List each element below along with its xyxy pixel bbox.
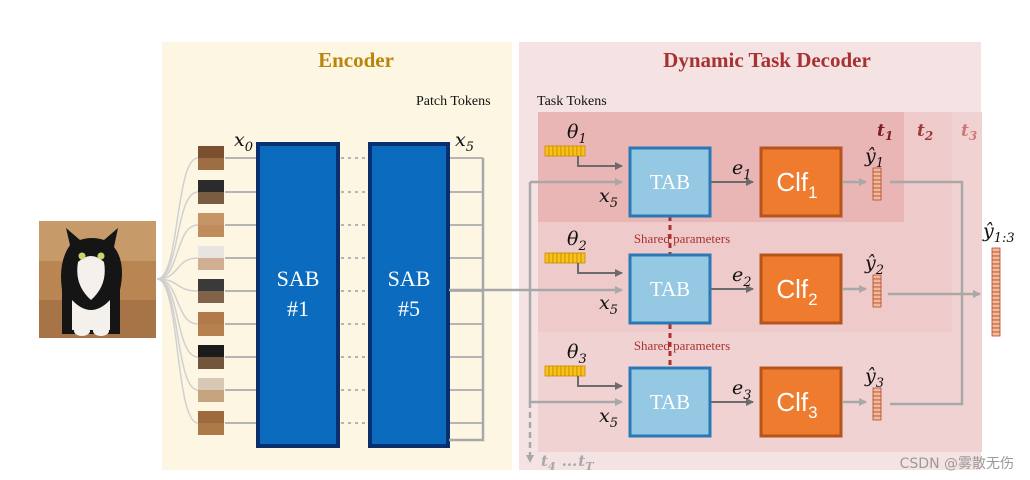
tab-block xyxy=(628,146,712,218)
sab-block-5: SAB #5 xyxy=(368,142,450,448)
encoder-output-label: x5 xyxy=(455,129,474,155)
task-tokens-label: Task Tokens xyxy=(537,94,607,109)
tab-block xyxy=(628,366,712,438)
sab-1-line2: #1 xyxy=(287,296,309,321)
image-patch xyxy=(198,146,224,170)
sab-5-line2: #5 xyxy=(398,296,420,321)
task-prediction-vector xyxy=(872,274,882,308)
image-patch xyxy=(198,246,224,270)
shared-label-1: Shared parameters xyxy=(634,231,730,246)
task-label-t1: t1 xyxy=(877,121,893,143)
classifier-label: Clf1 xyxy=(776,167,817,202)
classifier-block xyxy=(759,366,843,438)
classifier-block xyxy=(759,253,843,325)
sab-1-line1: SAB xyxy=(277,266,320,291)
task-label-t2: t2 xyxy=(917,121,933,143)
image-patch xyxy=(198,378,224,402)
tab-input-label: x5 xyxy=(599,292,618,318)
tab-label: TAB xyxy=(650,277,690,301)
embedding-label: e2 xyxy=(732,264,752,290)
tab-label: TAB xyxy=(650,390,690,414)
image-patch xyxy=(198,180,224,204)
image-patch xyxy=(198,312,224,336)
patch-fanout-lines xyxy=(156,157,199,424)
final-output-label: ŷ1:3 xyxy=(982,220,1015,246)
final-prediction-vector xyxy=(991,247,1001,337)
image-patch xyxy=(198,279,224,303)
cat-photo-icon xyxy=(39,221,156,338)
prediction-aggregation xyxy=(888,180,981,406)
theta-label: θ1 xyxy=(567,121,587,147)
patch-tokens-label: Patch Tokens xyxy=(416,94,491,109)
decoder-title: Dynamic Task Decoder xyxy=(663,48,871,72)
prediction-label: ŷ3 xyxy=(864,365,884,391)
shared-label-2: Shared parameters xyxy=(634,338,730,353)
encoder-title: Encoder xyxy=(318,48,394,72)
image-patch xyxy=(198,411,224,435)
task-prediction-vector xyxy=(872,167,882,201)
prediction-label: ŷ2 xyxy=(864,252,884,278)
image-patch xyxy=(198,345,224,369)
tab-input-label: x5 xyxy=(599,405,618,431)
task-token-bar xyxy=(544,145,586,157)
embedding-label: e1 xyxy=(732,157,752,183)
embedding-label: e3 xyxy=(732,377,752,403)
encoder-input-label: x0 xyxy=(234,129,253,155)
task-prediction-vector xyxy=(872,387,882,421)
tab-input-label: x5 xyxy=(599,185,618,211)
classifier-block xyxy=(759,146,843,218)
watermark: CSDN @雾散无伤 xyxy=(900,456,1014,472)
theta-label: θ2 xyxy=(567,228,587,254)
sab-5-line1: SAB xyxy=(388,266,431,291)
theta-label: θ3 xyxy=(567,341,587,367)
task-label-t3: t3 xyxy=(961,121,977,143)
classifier-label: Clf2 xyxy=(776,274,817,309)
tab-label: TAB xyxy=(650,170,690,194)
task-token-bar xyxy=(544,252,586,264)
classifier-label: Clf3 xyxy=(776,387,817,422)
prediction-label: ŷ1 xyxy=(864,145,884,171)
sab-block-1: SAB #1 xyxy=(256,142,340,448)
image-patch xyxy=(198,213,224,237)
task-token-bar xyxy=(544,365,586,377)
tab-block xyxy=(628,253,712,325)
image-patches xyxy=(198,146,224,435)
future-tasks-label: t4...tT xyxy=(541,452,594,473)
